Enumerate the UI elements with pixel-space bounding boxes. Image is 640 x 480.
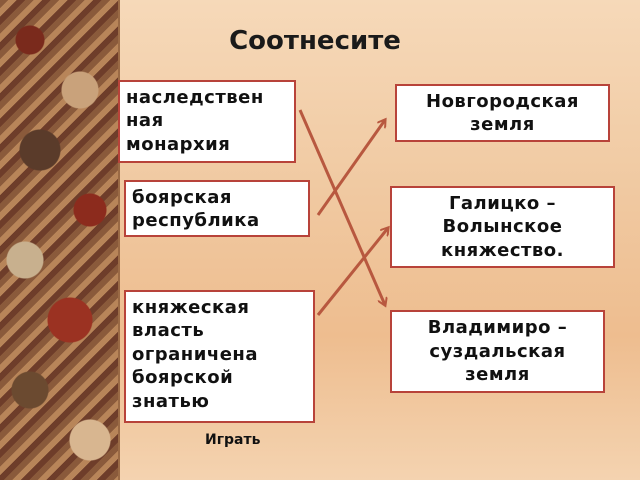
- right-item-label: Владимиро – суздальская земля: [427, 317, 568, 386]
- right-item-galicia-volhynia[interactable]: Галицко – Волынское княжество.: [390, 186, 615, 268]
- right-item-vladimir-suzdal[interactable]: Владимиро – суздальская земля: [390, 310, 605, 393]
- left-item-label: наследствен ная монархия: [126, 87, 264, 155]
- arrow-republic-to-novgorod: [316, 120, 385, 216]
- left-item-boyar-republic[interactable]: боярская республика: [124, 180, 310, 237]
- right-item-novgorod-land[interactable]: Новгородская земля: [395, 84, 610, 142]
- right-item-label: Новгородская земля: [426, 90, 579, 135]
- right-item-label: Галицко – Волынское княжество.: [440, 192, 565, 261]
- left-item-label: княжеская власть ограничена боярской зна…: [132, 297, 258, 412]
- play-link[interactable]: Играть: [205, 432, 261, 448]
- arrow-princely-to-galicia: [316, 228, 388, 316]
- left-item-princely-power[interactable]: княжеская власть ограничена боярской зна…: [124, 290, 315, 423]
- left-item-hereditary-monarchy[interactable]: наследствен ная монархия: [118, 80, 296, 163]
- arrow-monarchy-to-vladimir: [298, 109, 385, 305]
- decorative-painting: [0, 0, 120, 480]
- page-title: Соотнесите: [229, 26, 401, 56]
- left-item-label: боярская республика: [132, 187, 260, 232]
